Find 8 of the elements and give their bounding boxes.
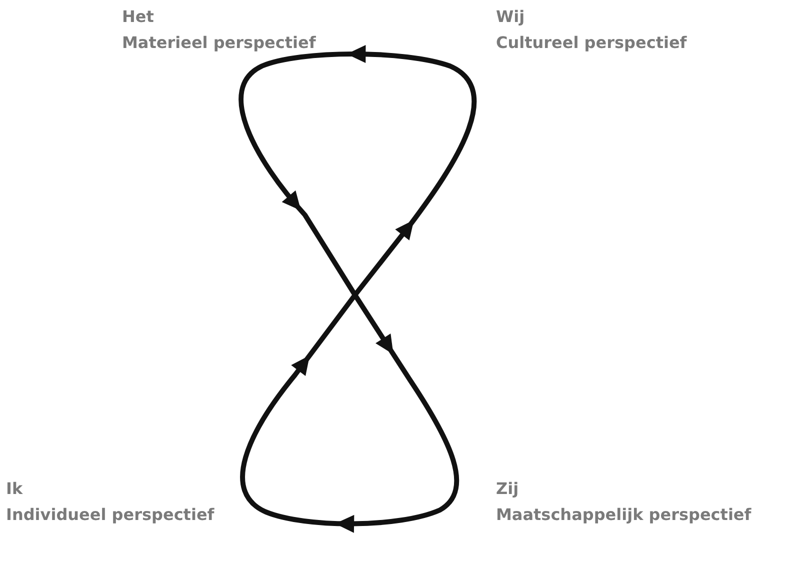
pronoun-label: Zij bbox=[496, 479, 519, 499]
perspective-label: Materieel perspectief bbox=[122, 33, 316, 53]
pronoun-label: Ik bbox=[6, 479, 23, 499]
pronoun-label: Wij bbox=[496, 7, 525, 27]
perspective-label: Maatschappelijk perspectief bbox=[496, 505, 752, 525]
perspective-label: Individueel perspectief bbox=[6, 505, 214, 525]
perspective-label: Cultureel perspectief bbox=[496, 33, 687, 53]
pronoun-label: Het bbox=[122, 7, 154, 27]
